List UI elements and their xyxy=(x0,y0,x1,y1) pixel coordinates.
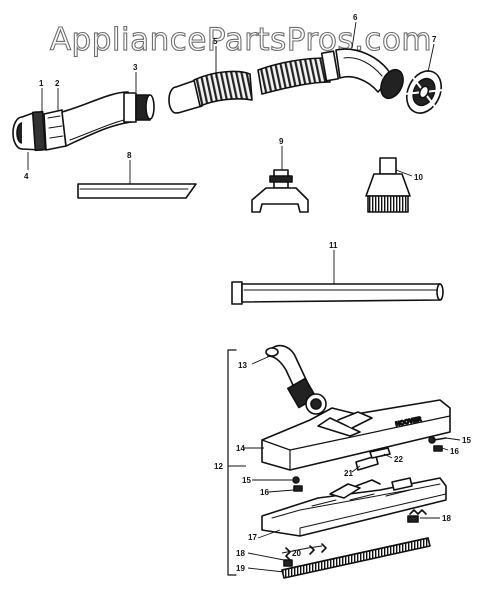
callout-2: 2 xyxy=(55,79,60,88)
watermark: AppliancePartsPros.com xyxy=(49,21,433,58)
leader-lines xyxy=(27,21,461,573)
callout-8: 8 xyxy=(127,151,132,160)
callout-labels: 1 2 3 4 5 6 7 8 9 10 11 12 13 14 15 15 1… xyxy=(24,13,471,573)
callout-7: 7 xyxy=(432,35,437,44)
callout-22: 22 xyxy=(394,455,403,464)
callout-6: 6 xyxy=(353,13,358,22)
callout-18b: 18 xyxy=(236,549,245,558)
callout-13: 13 xyxy=(238,361,247,370)
callout-3: 3 xyxy=(133,63,138,72)
callout-21: 21 xyxy=(344,469,353,478)
flex-hose xyxy=(168,57,331,114)
callout-19: 19 xyxy=(236,564,245,573)
swivel-elbow xyxy=(320,48,404,100)
callout-9: 9 xyxy=(279,137,284,146)
callout-16a: 16 xyxy=(450,447,459,456)
callout-16b: 16 xyxy=(260,488,269,497)
callout-18a: 18 xyxy=(442,514,451,523)
dusting-brush xyxy=(365,157,411,213)
floor-nozzle-assembly: HOOVER xyxy=(227,344,451,579)
callout-15a: 15 xyxy=(462,436,471,445)
callout-20: 20 xyxy=(292,549,301,558)
curved-wand xyxy=(61,91,155,147)
crevice-tool xyxy=(77,183,197,199)
straight-wand xyxy=(231,281,444,305)
coupling-nut xyxy=(403,70,445,114)
callout-5: 5 xyxy=(213,37,218,46)
callout-17: 17 xyxy=(248,533,257,542)
callout-14: 14 xyxy=(236,444,245,453)
callout-1: 1 xyxy=(39,79,44,88)
callout-11: 11 xyxy=(329,241,338,250)
upholstery-tool xyxy=(251,169,309,213)
hose-handle xyxy=(12,109,67,152)
callout-15b: 15 xyxy=(242,476,251,485)
callout-12: 12 xyxy=(214,462,223,471)
callout-4: 4 xyxy=(24,172,29,181)
callout-10: 10 xyxy=(414,173,423,182)
